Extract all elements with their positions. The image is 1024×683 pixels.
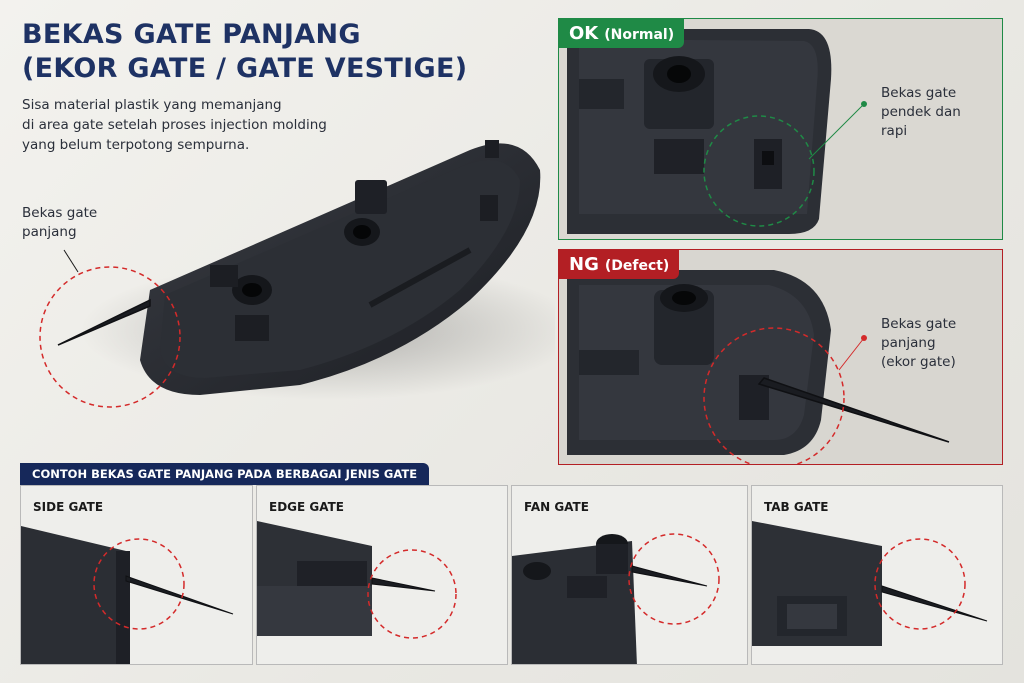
- ok-note-line-1: Bekas gate: [881, 85, 957, 101]
- defect-highlight-circle: [39, 266, 181, 408]
- edge-gate-panel: EDGE GATE: [256, 485, 508, 665]
- edge-gate-label: EDGE GATE: [269, 500, 344, 514]
- page-description: Sisa material plastik yang memanjang di …: [22, 95, 382, 155]
- tab-gate-panel: TAB GATE: [751, 485, 1003, 665]
- description-line-2: di area gate setelah proses injection mo…: [22, 117, 327, 133]
- page-title: BEKAS GATE PANJANG (EKOR GATE / GATE VES…: [22, 18, 467, 86]
- hero-callout-line-1: Bekas gate: [22, 205, 98, 221]
- description-line-3: yang belum terpotong sempurna.: [22, 137, 250, 153]
- side-gate-label: SIDE GATE: [33, 500, 104, 514]
- ng-badge: NG (Defect): [559, 250, 680, 279]
- fan-gate-panel: FAN GATE: [511, 485, 748, 665]
- ng-badge-main: NG: [569, 254, 599, 275]
- tab-gate-label: TAB GATE: [764, 500, 829, 514]
- hero-callout: Bekas gate panjang: [22, 204, 97, 242]
- side-gate-panel: SIDE GATE: [20, 485, 253, 665]
- ok-highlight-circle: [703, 115, 815, 227]
- ng-highlight-circle: [703, 327, 845, 464]
- examples-banner: CONTOH BEKAS GATE PANJANG PADA BERBAGAI …: [20, 463, 430, 485]
- ng-note-line-2: panjang: [881, 335, 936, 351]
- ok-note: Bekas gate pendek dan rapi: [881, 84, 961, 141]
- ok-badge: OK (Normal): [559, 19, 685, 48]
- ok-panel: OK (Normal) Bekas gate pendek dan rapi: [558, 18, 1003, 240]
- title-line-2: (EKOR GATE / GATE VESTIGE): [22, 53, 468, 84]
- ok-note-line-2: pendek dan: [881, 104, 961, 120]
- ok-note-line-3: rapi: [881, 123, 908, 139]
- description-line-1: Sisa material plastik yang memanjang: [22, 97, 282, 113]
- fan-gate-label: FAN GATE: [524, 500, 589, 514]
- hero-callout-line-2: panjang: [22, 224, 77, 240]
- ok-badge-main: OK: [569, 23, 599, 44]
- ok-badge-sub: (Normal): [604, 27, 675, 43]
- hero-product-image: [0, 0, 555, 460]
- ng-note-line-1: Bekas gate: [881, 316, 957, 332]
- title-line-1: BEKAS GATE PANJANG: [22, 19, 361, 50]
- ng-badge-sub: (Defect): [604, 258, 670, 274]
- ng-panel: NG (Defect) Bekas gate panjang (ekor gat…: [558, 249, 1003, 465]
- ng-note-line-3: (ekor gate): [881, 354, 956, 370]
- ng-note: Bekas gate panjang (ekor gate): [881, 315, 956, 372]
